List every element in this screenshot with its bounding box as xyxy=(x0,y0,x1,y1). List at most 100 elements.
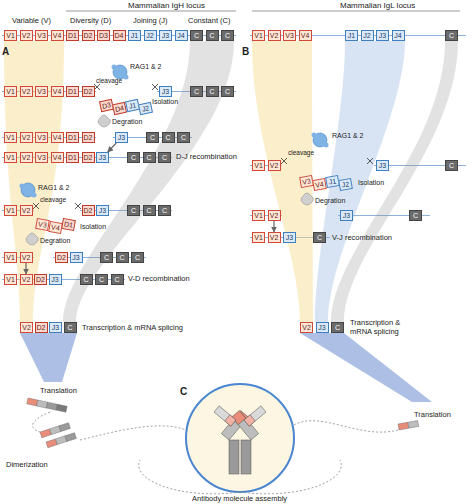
segment-label: C xyxy=(99,276,104,283)
segment-label: D4 xyxy=(115,32,124,39)
segment-label: D1 xyxy=(68,134,77,141)
gene-segment: J2 xyxy=(138,102,153,115)
gene-segment: D2 xyxy=(82,205,95,216)
gene-segment: C xyxy=(143,152,156,163)
gene-segment: J4 xyxy=(175,30,188,41)
segment-label: C xyxy=(162,154,167,161)
segment-label: V2 xyxy=(22,134,31,141)
gene-segment: V1 xyxy=(4,205,17,216)
gene-segment: J4 xyxy=(392,30,405,41)
segment-label: V1 xyxy=(6,32,15,39)
text-label: D-J recombination xyxy=(176,152,237,161)
segment-label: D3 xyxy=(99,32,108,39)
gene-segment: V2 xyxy=(20,322,33,333)
text-label: Degration xyxy=(112,117,142,126)
light-chain xyxy=(398,421,419,430)
segment-label: C xyxy=(209,88,214,95)
gene-segment: V1 xyxy=(4,132,17,143)
gene-segment: J3 xyxy=(316,322,329,333)
segment-label: J3 xyxy=(118,134,125,141)
segment-label: V3 xyxy=(302,177,312,185)
flow-curve xyxy=(33,412,398,494)
segment-label: D3 xyxy=(101,101,111,110)
segment-label: V4 xyxy=(53,154,62,161)
constant-band xyxy=(63,41,234,322)
segment-label: V2 xyxy=(270,212,279,219)
gene-segment: J2 xyxy=(361,30,374,41)
segment-label: J3 xyxy=(72,254,79,261)
segment-label: V3 xyxy=(38,220,48,228)
gene-segment: D2 xyxy=(34,274,47,285)
segment-label: V2 xyxy=(270,234,279,241)
gene-segment: J2 xyxy=(144,30,157,41)
text-label: Isolation xyxy=(80,222,106,231)
joining-band xyxy=(315,41,405,322)
gene-segment: V1 xyxy=(252,210,265,221)
segment-label: C xyxy=(162,207,167,214)
segment-label: V4 xyxy=(53,134,62,141)
segment-label: C xyxy=(449,32,454,39)
text-label: Translation xyxy=(414,410,451,419)
gene-segment: J3 xyxy=(115,132,128,143)
gene-segment: V2 xyxy=(20,274,33,285)
gene-segment: V2 xyxy=(20,252,33,263)
gene-segment: D1 xyxy=(66,132,79,143)
segment-label: J2 xyxy=(363,32,370,39)
segment-label: D2 xyxy=(84,154,93,161)
gene-segment: V4 xyxy=(51,86,64,97)
segment-label: C xyxy=(119,254,124,261)
segment-label: V4 xyxy=(315,180,325,188)
gene-segment: C xyxy=(80,274,93,285)
recombination-arrow xyxy=(108,143,117,152)
rag-complex xyxy=(20,65,329,198)
gene-segment: D2 xyxy=(82,132,95,143)
segment-label: J3 xyxy=(99,207,106,214)
segment-label: J4 xyxy=(394,32,401,39)
segment-label: D2 xyxy=(37,324,46,331)
text-label: Degration xyxy=(40,236,70,245)
segment-label: C xyxy=(225,32,230,39)
gene-segment: C xyxy=(190,86,203,97)
text-label: cleavage xyxy=(288,148,314,157)
gene-segment: J3 xyxy=(159,86,172,97)
gene-segment: C xyxy=(100,252,113,263)
gene-segment: J3 xyxy=(340,210,353,221)
gene-segment: C xyxy=(206,86,219,97)
gene-segment: D1 xyxy=(61,218,76,231)
segment-label: J3 xyxy=(52,324,59,331)
gene-segment: C xyxy=(64,322,77,333)
gene-segment: J3 xyxy=(49,322,62,333)
text-label: Degration xyxy=(315,196,345,205)
gene-segment: D4 xyxy=(113,30,126,41)
gene-segment: J3 xyxy=(96,205,109,216)
gene-segment: C xyxy=(409,210,422,221)
gene-segment: V3 xyxy=(283,30,296,41)
gene-segment: V1 xyxy=(4,30,17,41)
gene-segment: J2 xyxy=(338,178,353,191)
gene-segment: V3 xyxy=(35,152,48,163)
segment-label: C xyxy=(131,207,136,214)
segment-label: V1 xyxy=(6,254,15,261)
gene-segment: V1 xyxy=(252,160,265,171)
gene-segment: C xyxy=(221,86,234,97)
text-label: Joining (J) xyxy=(133,16,168,25)
text-label: Isolation xyxy=(358,178,384,187)
segment-label: V3 xyxy=(37,32,46,39)
gene-segment: V2 xyxy=(20,205,33,216)
gene-segment: V1 xyxy=(252,232,265,243)
segment-label: V2 xyxy=(22,207,31,214)
text-label: A xyxy=(2,46,9,58)
gene-segment: V2 xyxy=(268,232,281,243)
segment-label: J3 xyxy=(162,88,169,95)
gene-segment: V2 xyxy=(20,30,33,41)
segment-label: V2 xyxy=(22,88,31,95)
segment-label: J3 xyxy=(343,212,350,219)
segment-label: V2 xyxy=(22,154,31,161)
segment-label: V3 xyxy=(37,154,46,161)
gene-segment: V3 xyxy=(35,132,48,143)
segment-label: J3 xyxy=(379,162,386,169)
gene-segment: J3 xyxy=(376,30,389,41)
gene-segment: J1 xyxy=(128,30,141,41)
gene-segment: C xyxy=(190,30,203,41)
